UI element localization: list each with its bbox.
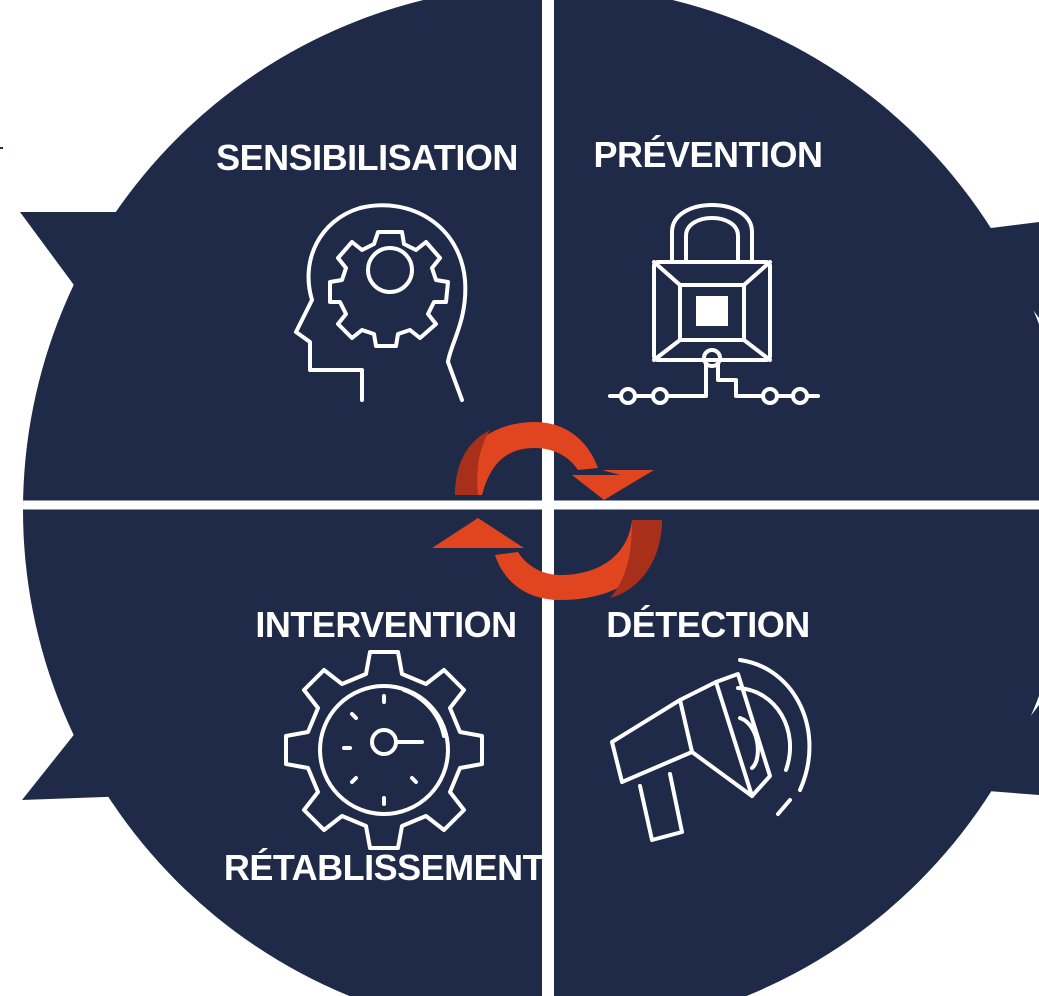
label-prevention: PRÉVENTION xyxy=(593,134,822,175)
label-retablissement: RÉTABLISSEMENT xyxy=(224,847,545,888)
label-sensibilisation: SENSIBILISATION xyxy=(216,137,518,178)
padlock-circuit-icon xyxy=(608,203,820,405)
gear-gauge-icon xyxy=(284,650,484,850)
megaphone-icon xyxy=(610,658,812,842)
label-detection: DÉTECTION xyxy=(606,604,810,645)
head-gear-icon xyxy=(294,203,468,402)
label-intervention: INTERVENTION xyxy=(255,604,516,645)
cycle-arrows-icon xyxy=(432,422,662,600)
